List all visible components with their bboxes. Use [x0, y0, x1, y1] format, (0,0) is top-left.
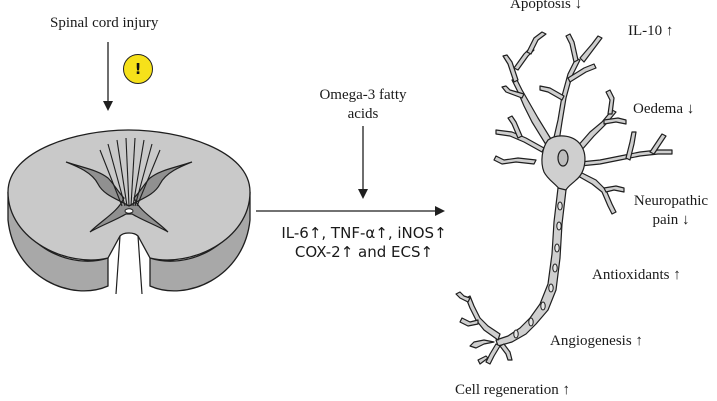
inflammatory-markers: IL-6↑, TNF-α↑, iNOS↑ COX-2↑ and ECS↑ — [266, 224, 462, 262]
neuropathic-line2: pain ↓ — [652, 211, 690, 228]
axon-terminals — [455, 291, 513, 365]
outcome-angiogenesis: Angiogenesis ↑ — [550, 333, 643, 349]
spinal-cord-cross-section — [7, 129, 251, 295]
ventral-fissure — [115, 235, 143, 295]
treatment-label-line1: Omega-3 fatty — [319, 87, 407, 103]
neuropathic-line1: Neuropathic — [633, 193, 709, 209]
neuron-nucleus — [557, 149, 569, 167]
outcome-oedema: Oedema ↓ — [633, 101, 695, 117]
outcome-cell-regeneration: Cell regeneration ↑ — [455, 382, 570, 398]
dendrites — [493, 31, 673, 215]
myelin-nodes — [513, 201, 563, 339]
markers-line2: COX-2↑ and ECS↑ — [294, 242, 434, 261]
grey-matter — [65, 161, 193, 233]
outcome-antioxidants: Antioxidants ↑ — [592, 267, 681, 283]
dorsal-tracts — [99, 137, 161, 207]
outcome-il10: IL-10 ↑ — [628, 23, 674, 39]
outcome-neuropathic-pain: Neuropathic pain ↓ — [628, 192, 714, 230]
injury-title: Spinal cord injury — [50, 15, 159, 31]
neuron-illustration — [455, 31, 673, 365]
treatment-label: Omega-3 fatty acids — [302, 86, 424, 124]
warning-icon: ! — [123, 54, 153, 84]
central-canal — [124, 208, 134, 214]
outcome-apoptosis: Apoptosis ↓ — [510, 0, 583, 12]
treatment-label-line2: acids — [347, 105, 379, 122]
markers-line1: IL-6↑, TNF-α↑, iNOS↑ — [281, 224, 447, 242]
